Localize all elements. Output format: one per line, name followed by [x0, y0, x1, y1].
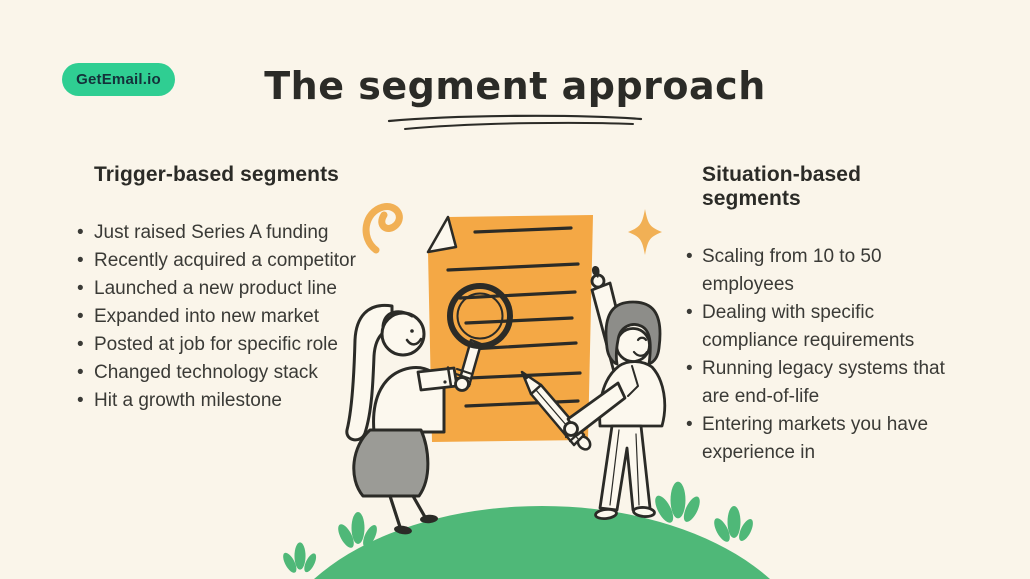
sparkle-icon	[628, 209, 662, 255]
list-item: Just raised Series A funding	[72, 219, 387, 247]
person-right-hair	[604, 300, 662, 366]
folded-corner	[426, 215, 458, 254]
list-item: Expanded into new market	[72, 303, 387, 331]
list-item: Scaling from 10 to 50 employees	[686, 243, 961, 299]
list-item: Running legacy systems that are end-of-l…	[686, 355, 961, 411]
person-right-arm	[566, 381, 627, 437]
person-left-head	[380, 311, 426, 357]
trigger-segments-list: Just raised Series A funding Recently ac…	[72, 219, 387, 415]
list-item: Changed technology stack	[72, 359, 387, 387]
document-review-illustration	[280, 203, 770, 579]
list-item: Launched a new product line	[72, 275, 387, 303]
person-right-shoe	[594, 507, 618, 521]
logo-label: GetEmail.io	[76, 71, 161, 88]
person-left-hair	[345, 303, 394, 442]
person-left-hand	[454, 376, 470, 392]
person-left	[345, 303, 470, 535]
person-left-shoe	[420, 514, 438, 524]
situation-segments-list: Scaling from 10 to 50 employees Dealing …	[686, 243, 961, 467]
person-left-skirt	[352, 428, 430, 498]
logo-badge: GetEmail.io	[62, 63, 175, 96]
list-item: Posted at job for specific role	[72, 331, 387, 359]
list-item: Recently acquired a competitor	[72, 247, 387, 275]
list-item: Entering markets you have experience in	[686, 411, 961, 467]
person-right-torso	[598, 360, 667, 428]
list-item: Dealing with specific compliance require…	[686, 299, 961, 355]
squiggle-decoration	[362, 203, 403, 254]
trigger-segments-heading: Trigger-based segments	[94, 163, 339, 186]
person-right-shoe	[632, 506, 656, 518]
person-right-pants	[598, 424, 652, 512]
list-item: Hit a growth milestone	[72, 387, 387, 415]
situation-segments-column: Situation-based segments Scaling from 10…	[686, 163, 961, 467]
person-right-hand-on-pencil	[563, 421, 579, 437]
page-title: The segment approach	[264, 64, 766, 108]
document-text-lines	[445, 226, 582, 408]
title-underline	[387, 114, 643, 130]
person-left-shoe	[394, 525, 412, 535]
hill	[314, 506, 770, 579]
trigger-segments-column: Trigger-based segments Just raised Serie…	[72, 163, 387, 415]
situation-segments-heading: Situation-based segments	[702, 163, 862, 210]
person-right	[563, 265, 667, 521]
